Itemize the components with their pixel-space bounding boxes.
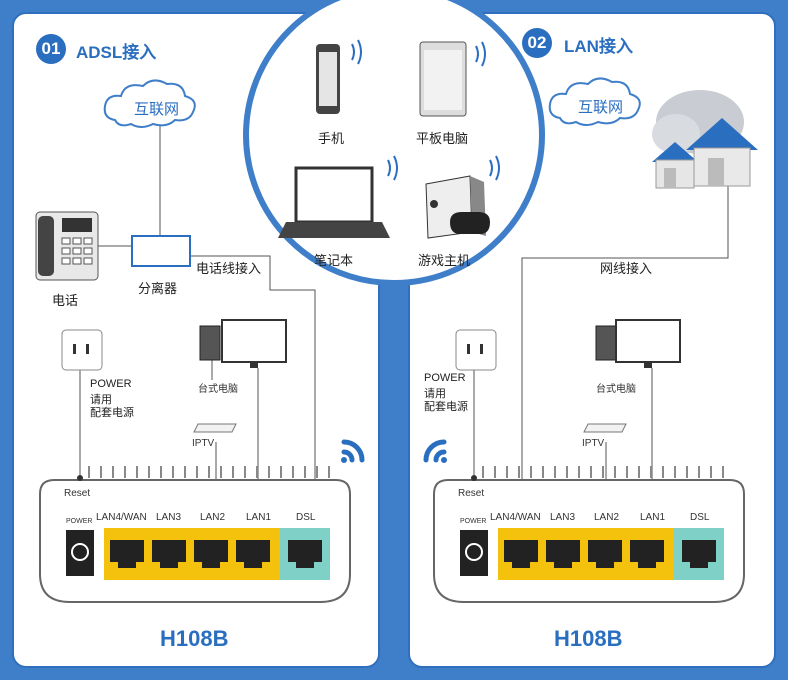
port-label: LAN1: [640, 512, 666, 523]
power-note-line: 配套电源: [90, 407, 134, 419]
router-model: H108B: [554, 626, 623, 651]
reset-label: Reset: [64, 488, 91, 499]
power-note-line: POWER: [424, 372, 466, 384]
port-label: LAN4/WAN: [490, 512, 541, 523]
phone-line-label: 电话线接入: [196, 261, 262, 276]
device-label-tablet: 平板电脑: [416, 131, 469, 146]
panel-title: ADSL接入: [76, 43, 157, 62]
power-outlet-icon: [61, 329, 103, 371]
device-label-laptop: 笔记本: [314, 253, 354, 268]
splitter-icon: [131, 235, 191, 267]
wifi-icon: [341, 439, 365, 463]
power-note-line: 请用: [424, 388, 446, 400]
port-label: LAN2: [200, 512, 226, 523]
cloud-icon: [548, 77, 641, 126]
iptv-label: IPTV: [582, 438, 605, 449]
desktop-label: 台式电脑: [596, 384, 636, 395]
panel-title: LAN接入: [564, 37, 633, 56]
desktop-pc-icon: [199, 319, 287, 368]
port-label: LAN3: [550, 512, 576, 523]
game-console-icon: [425, 155, 500, 239]
power-outlet-icon: [455, 329, 497, 371]
iptv-label: IPTV: [192, 438, 215, 449]
router-icon: [39, 466, 351, 603]
telephone-label: 电话: [52, 293, 79, 308]
reset-label: Reset: [458, 488, 485, 499]
power-note-line: 配套电源: [424, 401, 468, 413]
port-label: LAN2: [594, 512, 620, 523]
phone-icon: [316, 39, 362, 114]
power-port-label: POWER: [460, 518, 487, 525]
internet-label: 互联网: [578, 99, 624, 116]
power-note-line: 请用: [90, 394, 112, 406]
telephone-icon: [35, 211, 99, 281]
desktop-label: 台式电脑: [198, 384, 238, 395]
port-label: LAN1: [246, 512, 272, 523]
tablet-icon: [419, 41, 486, 117]
device-label-phone: 手机: [318, 131, 345, 146]
port-label: DSL: [296, 512, 316, 523]
cloud-icon: [103, 79, 196, 128]
iptv-box-icon: [193, 423, 237, 433]
devices-circle: [243, 0, 545, 286]
router-icon: [433, 466, 745, 603]
internet-label: 互联网: [134, 101, 180, 118]
iptv-box-icon: [583, 423, 627, 433]
splitter-label: 分离器: [138, 281, 178, 296]
network-line-label: 网线接入: [600, 261, 653, 276]
laptop-icon: [278, 155, 398, 238]
power-port-label: POWER: [66, 518, 93, 525]
house-icon: [652, 90, 758, 189]
panel-number: 02: [522, 28, 552, 58]
desktop-pc-icon: [595, 319, 681, 368]
port-label: DSL: [690, 512, 710, 523]
wifi-icon: [423, 439, 447, 463]
router-model: H108B: [160, 626, 229, 651]
power-note-line: POWER: [90, 378, 132, 390]
device-label-console: 游戏主机: [418, 253, 471, 268]
port-label: LAN4/WAN: [96, 512, 147, 523]
port-label: LAN3: [156, 512, 182, 523]
panel-number: 01: [36, 34, 66, 64]
